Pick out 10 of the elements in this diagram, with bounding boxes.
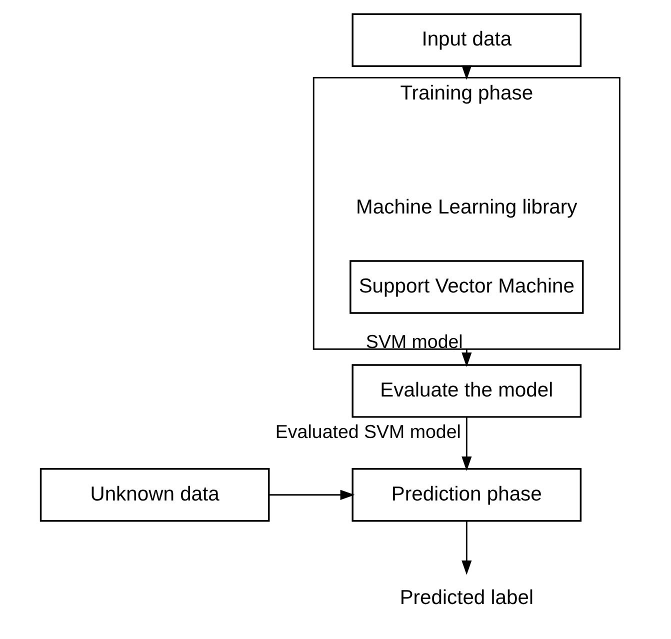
edge-label: Evaluated SVM model: [274, 421, 460, 442]
arrow: [461, 521, 472, 575]
node-box: Evaluate the model: [351, 364, 582, 418]
edge-label: SVM model: [365, 330, 462, 352]
node-box: Support Vector Machine: [349, 260, 584, 314]
arrow: [461, 417, 472, 471]
node-text: Predicted label: [399, 587, 533, 610]
node-box: Unknown data: [39, 468, 270, 522]
node-box: Prediction phase: [351, 468, 582, 522]
arrow: [268, 490, 354, 500]
